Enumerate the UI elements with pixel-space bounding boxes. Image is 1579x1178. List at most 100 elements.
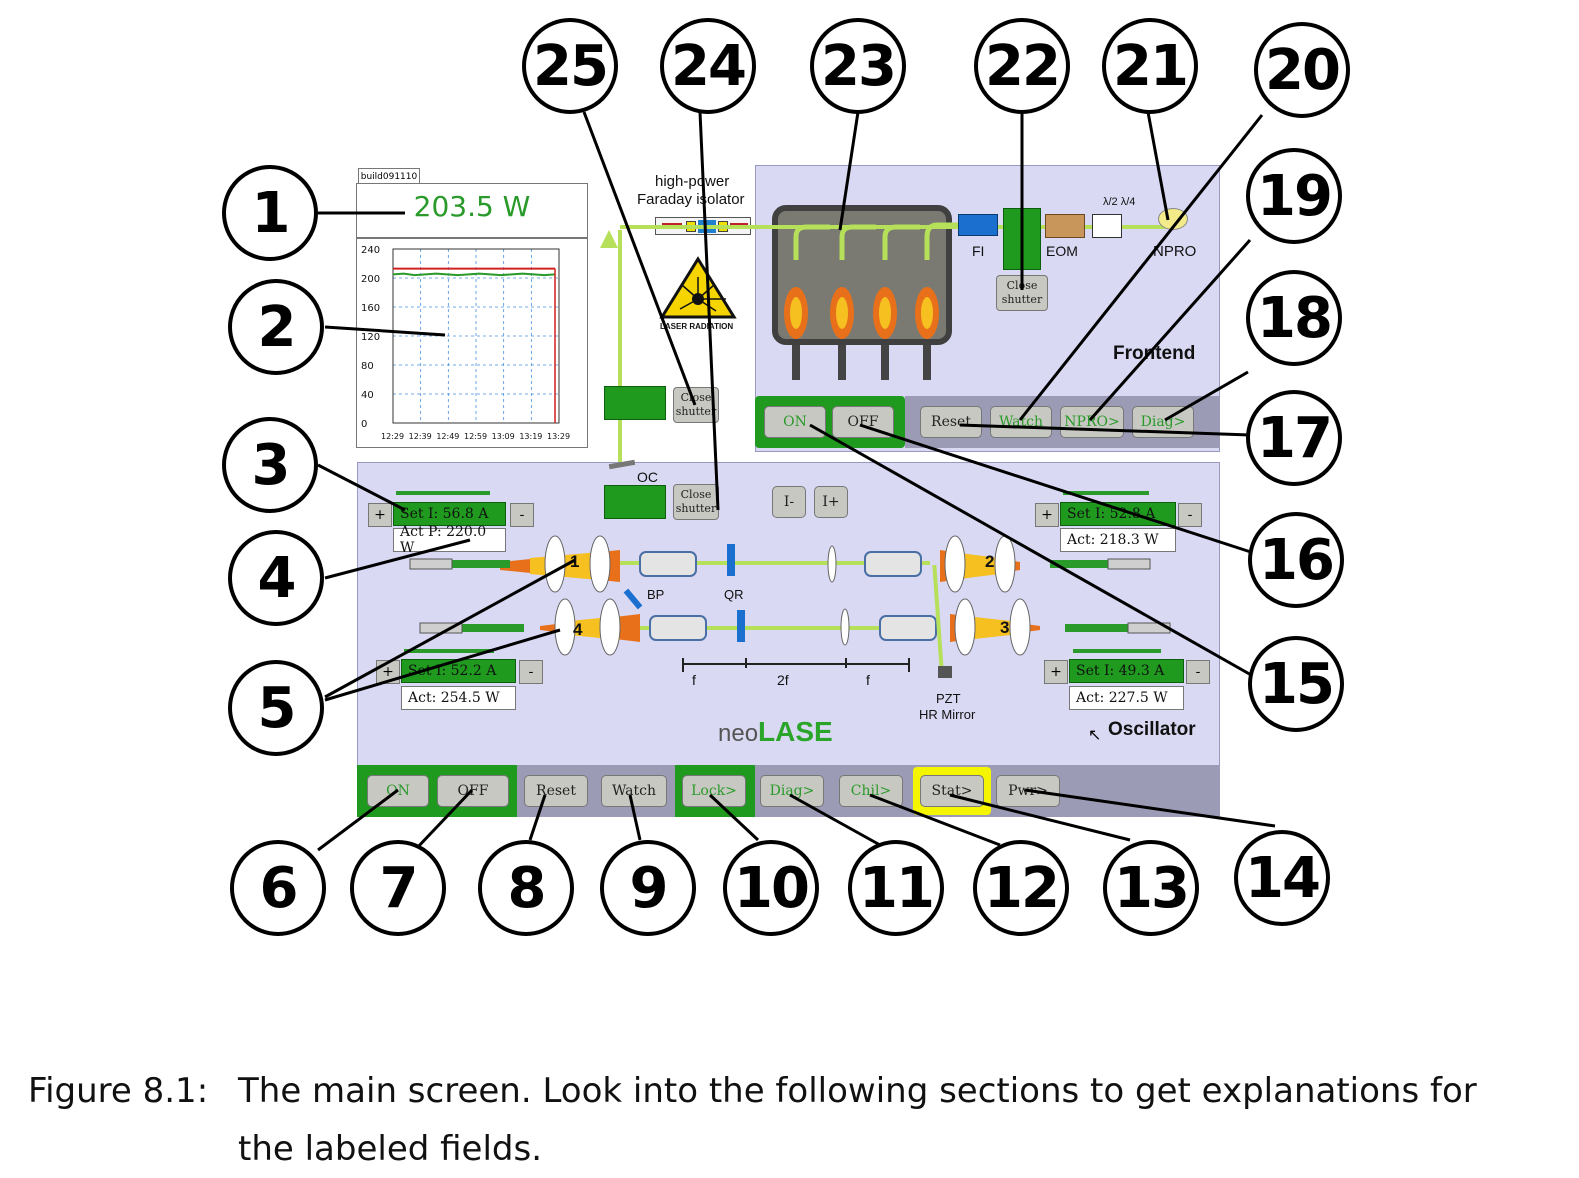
upper-close-shutter-button[interactable]: Close shutter — [673, 387, 719, 423]
head-number-3: 3 — [1000, 618, 1010, 637]
frontend-beam — [620, 225, 1180, 229]
oscillator-watch-button[interactable]: Watch — [601, 775, 667, 807]
scale-tick — [745, 658, 747, 668]
fi-label: FI — [972, 243, 985, 259]
scale-bar — [682, 663, 910, 665]
head4-plus-button[interactable]: + — [376, 660, 400, 684]
callout-22: 22 — [974, 18, 1070, 114]
head2-set-current[interactable]: Set I: 52.8 A — [1060, 502, 1176, 526]
head3-level-bar — [1073, 649, 1161, 653]
scale-tick — [908, 658, 910, 672]
head1-level-bar — [396, 491, 490, 495]
build-tag: build091110 — [358, 168, 420, 184]
callout-1: 1 — [222, 165, 318, 261]
head-number-4: 4 — [573, 620, 583, 639]
frontend-watch-button[interactable]: Watch — [990, 406, 1052, 438]
pzt-label-2: HR Mirror — [919, 707, 976, 722]
current-increase-button[interactable]: I+ — [814, 486, 848, 518]
oc-label: OC — [637, 469, 658, 485]
callout-19: 19 — [1246, 148, 1342, 244]
frontend-diag-button[interactable]: Diag> — [1132, 406, 1194, 438]
callout-11: 11 — [848, 840, 944, 936]
head2-level-bar — [1063, 491, 1149, 495]
shutter-block-oc — [604, 485, 666, 519]
head3-plus-button[interactable]: + — [1044, 660, 1068, 684]
x-tick-label: 13:19 — [519, 432, 542, 441]
head4-minus-button[interactable]: - — [519, 660, 543, 684]
callout-14: 14 — [1234, 830, 1330, 926]
head3-set-current[interactable]: Set I: 49.3 A — [1069, 659, 1184, 683]
callout-24: 24 — [660, 18, 756, 114]
fi-icon — [958, 214, 998, 236]
current-decrease-button[interactable]: I- — [772, 486, 806, 518]
y-tick-label: 80 — [361, 361, 374, 372]
x-tick-label: 13:09 — [492, 432, 515, 441]
oc-close-shutter-button[interactable]: Close shutter — [673, 484, 719, 520]
scale-tick — [682, 658, 684, 672]
series-line-0 — [392, 272, 556, 277]
head1-plus-button[interactable]: + — [368, 503, 392, 527]
callout-8: 8 — [478, 840, 574, 936]
pzt-label-1: PZT — [936, 691, 961, 706]
qr-label: QR — [724, 587, 744, 602]
beam-arrow-icon — [600, 230, 618, 248]
isolator-label-2: Faraday isolator — [637, 191, 745, 208]
y-tick-label: 0 — [361, 419, 367, 430]
npro-label: NPRO — [1153, 243, 1197, 260]
head1-set-current[interactable]: Set I: 56.8 A — [393, 502, 506, 526]
caption-label: Figure 8.1: — [28, 1071, 209, 1111]
oscillator-chil-button[interactable]: Chil> — [839, 775, 903, 807]
y-tick-label: 120 — [361, 332, 380, 343]
x-tick-label: 12:49 — [436, 432, 459, 441]
callout-17: 17 — [1246, 390, 1342, 486]
scale-tick — [845, 658, 847, 668]
x-tick-label: 12:39 — [409, 432, 432, 441]
callout-16: 16 — [1248, 512, 1344, 608]
oscillator-stat-button[interactable]: Stat> — [920, 775, 984, 807]
callout-23: 23 — [810, 18, 906, 114]
amplifier-beams — [784, 222, 962, 380]
callout-15: 15 — [1248, 636, 1344, 732]
logo-lase: LASE — [758, 716, 833, 747]
oscillator-reset-button[interactable]: Reset — [524, 775, 588, 807]
callout-7: 7 — [350, 840, 446, 936]
y-tick-label: 240 — [361, 245, 380, 256]
y-tick-label: 200 — [361, 274, 380, 285]
oscillator-lock-button[interactable]: Lock> — [682, 775, 746, 807]
callout-10: 10 — [723, 840, 819, 936]
frontend-close-shutter-button[interactable]: Close shutter — [996, 275, 1048, 311]
callout-3: 3 — [222, 417, 318, 513]
oscillator-pwr-button[interactable]: Pwr> — [996, 775, 1060, 807]
oscillator-diag-button[interactable]: Diag> — [760, 775, 824, 807]
head3-minus-button[interactable]: - — [1186, 660, 1210, 684]
callout-13: 13 — [1103, 840, 1199, 936]
bp-label: BP — [647, 587, 665, 602]
frontend-npro-button[interactable]: NPRO> — [1060, 406, 1124, 438]
head1-minus-button[interactable]: - — [510, 503, 534, 527]
isolator-label-1: high-power — [655, 173, 730, 190]
shutter-block-frontend — [1003, 208, 1041, 270]
oscillator-title: Oscillator — [1108, 719, 1196, 740]
head-number-1: 1 — [570, 552, 580, 571]
scale-label-2f: 2f — [777, 672, 789, 688]
oscillator-off-button[interactable]: OFF — [437, 775, 509, 807]
head4-set-current[interactable]: Set I: 52.2 A — [401, 659, 516, 683]
logo-neo: neo — [718, 720, 759, 747]
frontend-off-button[interactable]: OFF — [832, 406, 894, 438]
oscillator-on-button[interactable]: ON — [367, 775, 429, 807]
figure-caption: Figure 8.1: The main screen. Look into t… — [28, 1062, 1568, 1178]
callout-18: 18 — [1246, 270, 1342, 366]
frontend-reset-button[interactable]: Reset — [920, 406, 982, 438]
head2-plus-button[interactable]: + — [1035, 503, 1059, 527]
oscillator-beam-upper — [600, 561, 930, 565]
callout-20: 20 — [1254, 22, 1350, 118]
head-number-2: 2 — [985, 552, 995, 571]
scale-label-f2: f — [866, 672, 870, 688]
head2-minus-button[interactable]: - — [1178, 503, 1202, 527]
waveplate-icon — [1092, 214, 1122, 238]
callout-5: 5 — [228, 660, 324, 756]
shutter-block-upper — [604, 386, 666, 420]
frontend-on-button[interactable]: ON — [764, 406, 826, 438]
